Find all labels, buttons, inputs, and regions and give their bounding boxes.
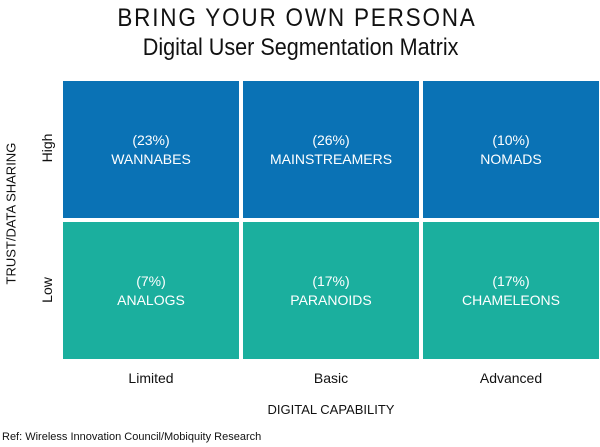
reference: Ref: Wireless Innovation Council/Mobiqui… bbox=[2, 431, 262, 443]
cell-pct: (7%) bbox=[136, 272, 166, 289]
cell-mainstreamers: (26%) MAINSTREAMERS bbox=[243, 81, 419, 218]
x-tick-limited: Limited bbox=[128, 370, 174, 386]
cell-pct: (26%) bbox=[312, 131, 350, 148]
cell-name: CHAMELEONS bbox=[461, 291, 561, 308]
y-tick-high: High bbox=[39, 133, 55, 163]
cell-name: PARANOIDS bbox=[290, 291, 372, 308]
cell-wannabes: (23%) WANNABES bbox=[63, 81, 239, 218]
title: BRING YOUR OWN PERSONA bbox=[117, 4, 477, 32]
cell-chameleons: (17%) CHAMELEONS bbox=[423, 222, 599, 359]
cell-name: ANALOGS bbox=[117, 291, 185, 308]
cell-name: NOMADS bbox=[480, 150, 542, 167]
cell-paranoids: (17%) PARANOIDS bbox=[243, 222, 419, 359]
y-tick-low: Low bbox=[39, 277, 55, 303]
cell-pct: (17%) bbox=[492, 272, 530, 289]
cell-pct: (23%) bbox=[132, 131, 170, 148]
x-tick-advanced: Advanced bbox=[479, 370, 543, 386]
y-axis-label: TRUST/DATA SHARING bbox=[3, 142, 19, 285]
cell-pct: (10%) bbox=[492, 131, 530, 148]
cell-analogs: (7%) ANALOGS bbox=[63, 222, 239, 359]
cell-pct: (17%) bbox=[312, 272, 350, 289]
x-tick-basic: Basic bbox=[313, 370, 349, 386]
cell-name: WANNABES bbox=[111, 150, 191, 167]
cell-name: MAINSTREAMERS bbox=[269, 150, 393, 167]
cell-nomads: (10%) NOMADS bbox=[423, 81, 599, 218]
subtitle: Digital User Segmentation Matrix bbox=[142, 34, 459, 61]
x-axis-label: DIGITAL CAPABILITY bbox=[267, 402, 395, 417]
